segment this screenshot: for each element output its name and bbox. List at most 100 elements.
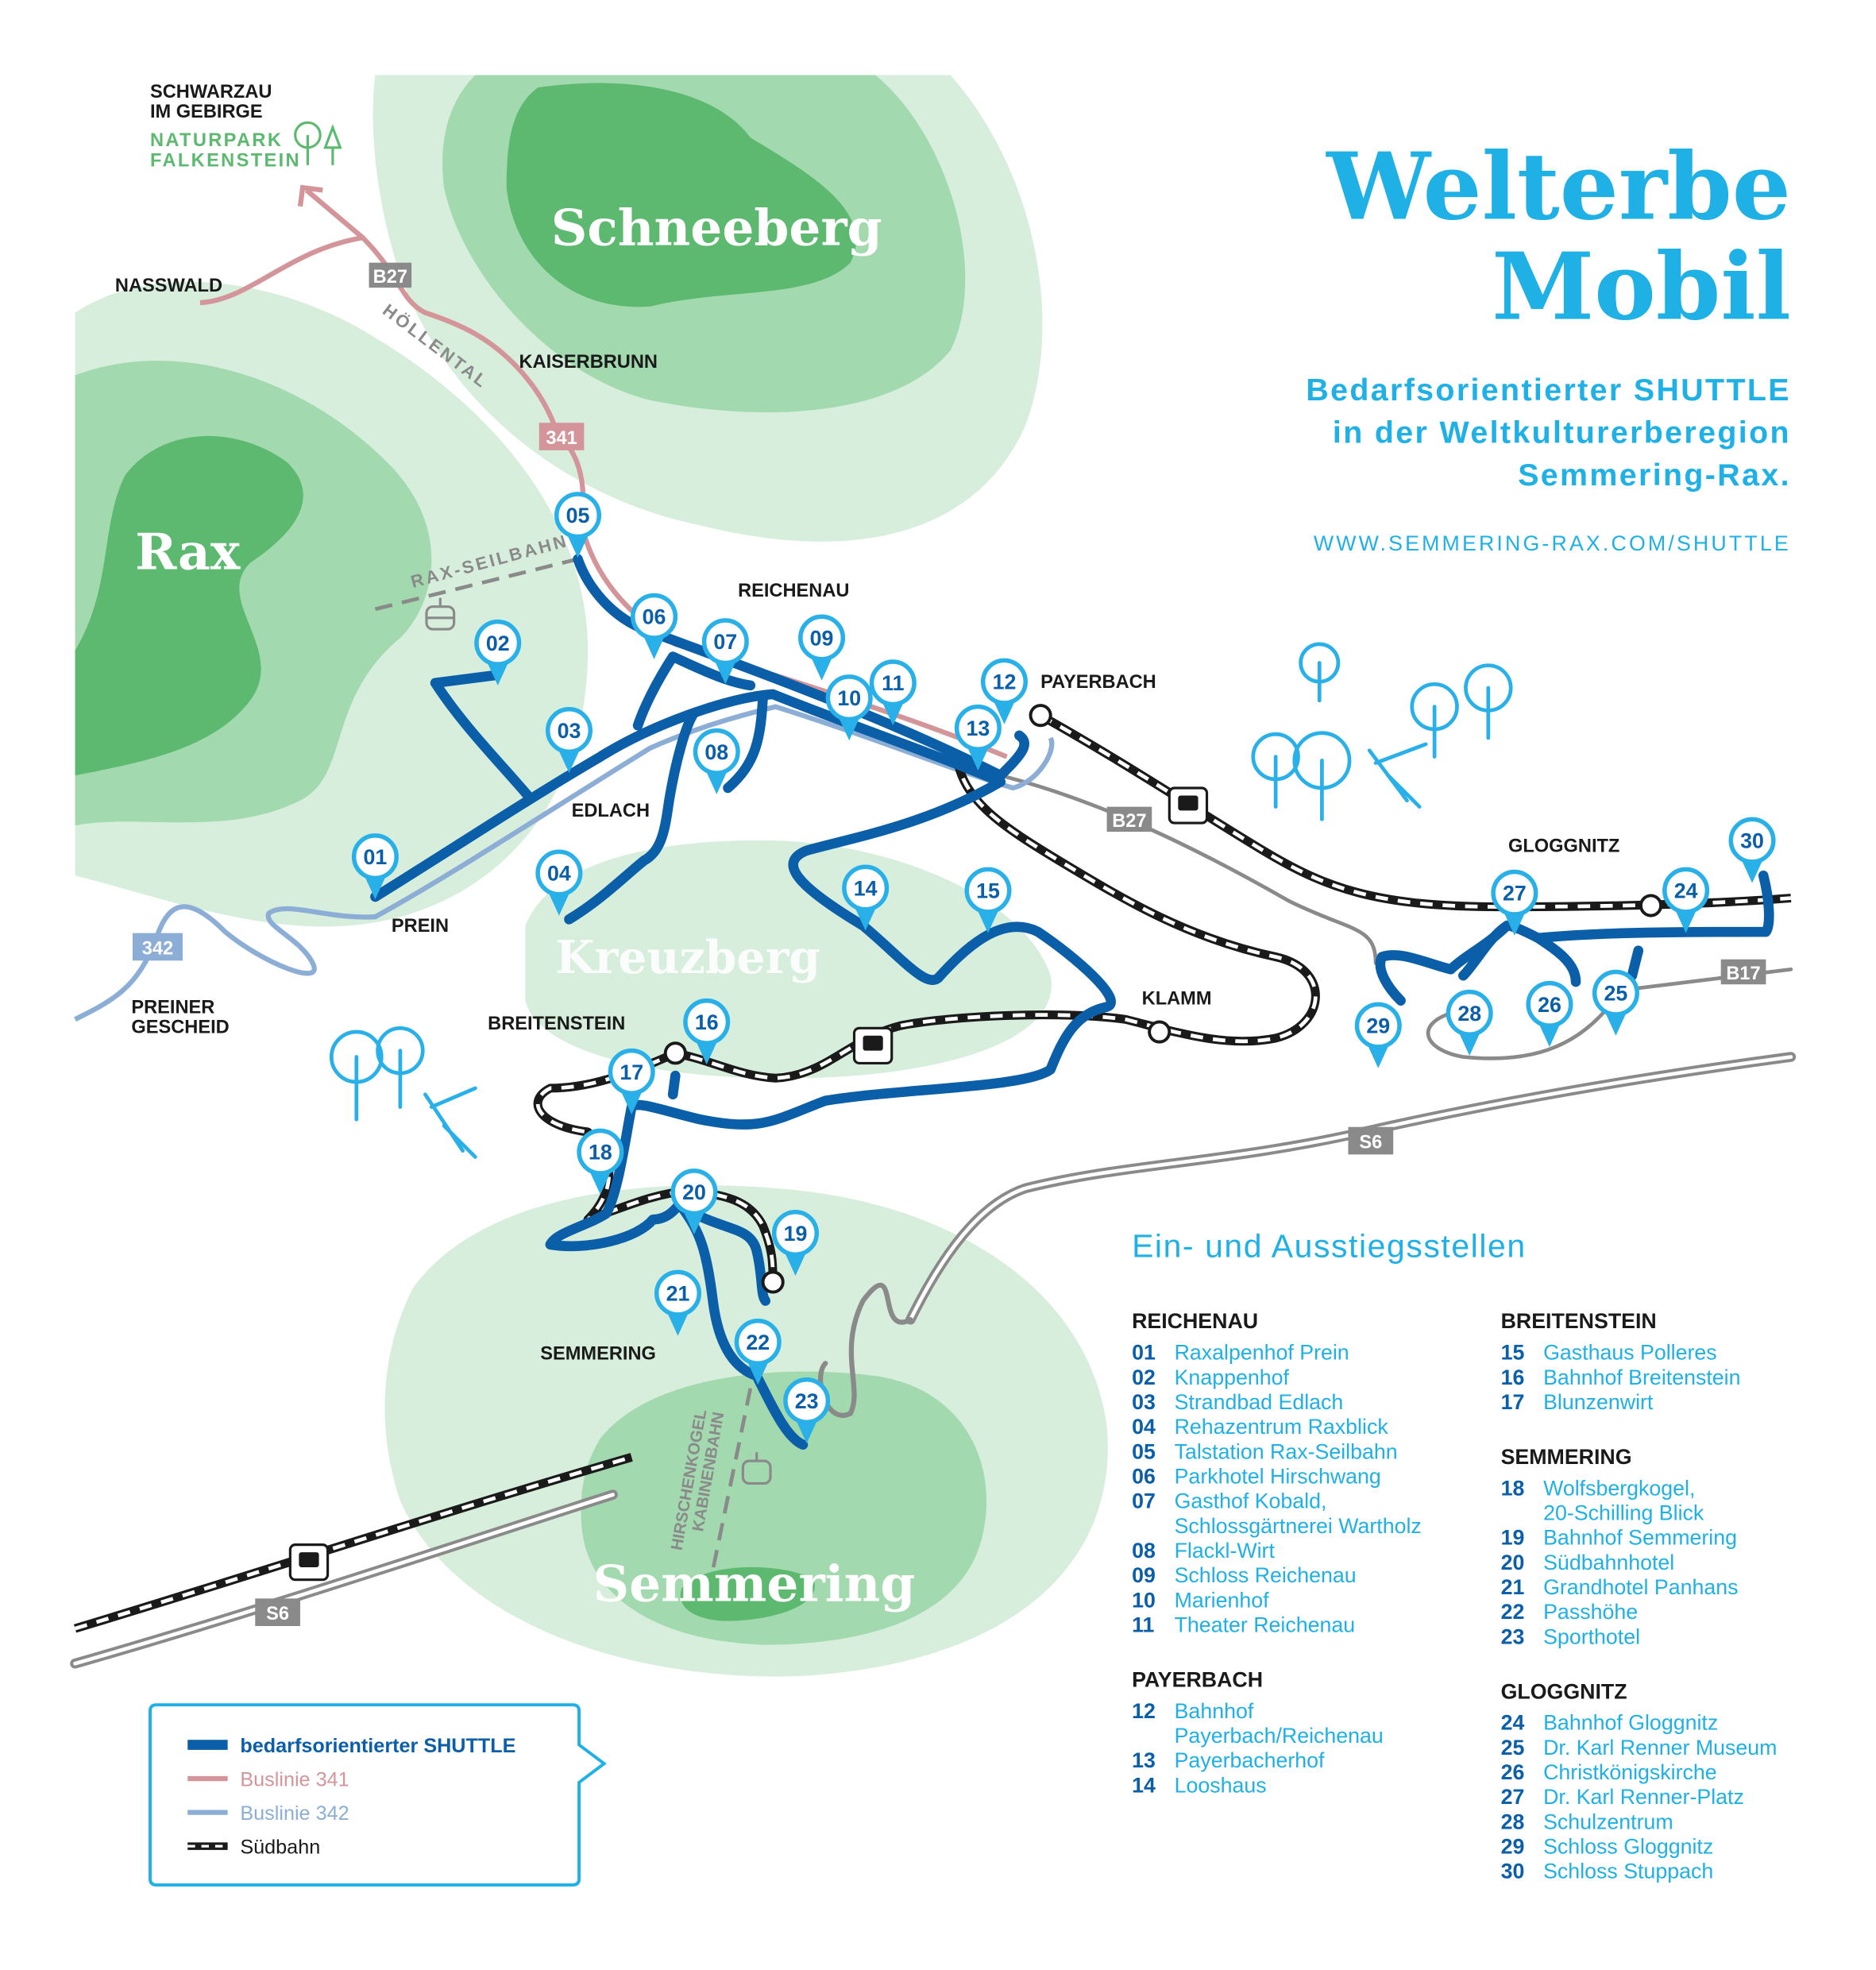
website-link[interactable]: WWW.SEMMERING-RAX.COM/SHUTTLE: [1314, 531, 1791, 555]
stop-pin-29[interactable]: 29: [1354, 1002, 1402, 1068]
semmering-area-mid: [581, 1371, 987, 1645]
rax-area-dark: [75, 435, 303, 776]
pin-marker-icon: [1491, 869, 1538, 917]
pin-marker-icon: [1728, 817, 1776, 864]
stop-name: Bahnhof: [1175, 1699, 1254, 1723]
shuttle-route-hirschwang: [573, 554, 1029, 781]
stop-pin-08[interactable]: 08: [693, 728, 740, 794]
pin-marker-icon: [670, 1168, 718, 1216]
stops-region-heading: SEMMERING: [1501, 1445, 1632, 1469]
pin-number: 15: [976, 879, 1000, 903]
stop-pin-14[interactable]: 14: [842, 864, 890, 931]
stop-number: 04: [1132, 1415, 1156, 1439]
pin-number: 13: [967, 717, 990, 740]
stop-pin-06[interactable]: 06: [631, 593, 678, 659]
pin-number: 04: [547, 862, 571, 886]
stop-pin-03[interactable]: 03: [545, 707, 593, 774]
stop-number: 06: [1132, 1464, 1156, 1488]
pin-number: 28: [1457, 1002, 1481, 1026]
stop-pin-22[interactable]: 22: [734, 1319, 782, 1385]
deck-chair-icon: [1367, 742, 1428, 809]
tree-icon: [376, 1026, 425, 1109]
pin-number: 10: [837, 686, 861, 710]
pin-marker-icon: [825, 674, 873, 722]
cable-car-icon: [425, 597, 456, 631]
pin-marker-icon: [693, 728, 740, 775]
place-naturpark: NATURPARK: [150, 130, 283, 151]
legend-bus341: Buslinie 341: [240, 1769, 349, 1791]
mountain-label-kreuzberg: Kreuzberg: [555, 932, 820, 984]
stop-pin-17[interactable]: 17: [608, 1048, 655, 1114]
legend-box: [149, 1703, 607, 1887]
stop-pin-24[interactable]: 24: [1662, 867, 1710, 933]
stop-pin-15[interactable]: 15: [964, 867, 1012, 933]
pin-marker-icon: [954, 704, 1002, 751]
stop-name: Talstation Rax-Seilbahn: [1175, 1439, 1398, 1463]
stop-pin-26[interactable]: 26: [1526, 980, 1573, 1047]
shuttle-route-08: [723, 693, 768, 794]
stop-name: Schulzentrum: [1543, 1810, 1673, 1833]
pin-number: 20: [682, 1180, 706, 1204]
stop-pin-09[interactable]: 09: [798, 614, 846, 681]
train-icons: [288, 786, 1209, 1582]
stop-pin-18[interactable]: 18: [577, 1128, 624, 1195]
stop-pin-30[interactable]: 30: [1728, 817, 1776, 883]
stop-pin-05[interactable]: 05: [554, 492, 602, 558]
road-s6-right-inner: [908, 1055, 1793, 1322]
place-reichenau: REICHENAU: [738, 581, 849, 601]
stop-number: 26: [1501, 1760, 1525, 1784]
pin-number: 21: [666, 1282, 690, 1306]
stop-number: 14: [1132, 1773, 1156, 1797]
stop-pin-27[interactable]: 27: [1491, 869, 1538, 936]
stop-number: 03: [1132, 1390, 1156, 1414]
stop-pin-01[interactable]: 01: [351, 833, 399, 900]
pin-marker-icon: [654, 1269, 702, 1317]
svg-text:B27: B27: [373, 267, 407, 288]
badge-b17: B17: [1720, 959, 1766, 985]
stop-pin-12[interactable]: 12: [980, 658, 1028, 724]
title-welterbe: Welterbe: [1325, 133, 1791, 241]
mountain-label-schneeberg: Schneeberg: [551, 199, 882, 257]
legend: bedarfsorientierter SHUTTLE Buslinie 341…: [149, 1703, 607, 1887]
shuttle-route-knappenhof: [430, 670, 533, 801]
stop-pin-10[interactable]: 10: [825, 674, 873, 741]
stop-name: Theater Reichenau: [1175, 1613, 1356, 1637]
stop-name: Blunzenwirt: [1543, 1390, 1654, 1414]
stop-name: Strandbad Edlach: [1175, 1390, 1344, 1414]
shuttle-route-04: [564, 708, 700, 925]
stop-name: Passhöhe: [1543, 1600, 1638, 1624]
stop-pin-20[interactable]: 20: [670, 1168, 718, 1235]
pin-marker-icon: [577, 1128, 624, 1176]
stop-pin-04[interactable]: 04: [535, 849, 583, 916]
stop-pin-07[interactable]: 07: [701, 618, 749, 685]
svg-text:S6: S6: [1359, 1132, 1382, 1153]
stop-pin-19[interactable]: 19: [771, 1210, 820, 1277]
stop-pin-02[interactable]: 02: [474, 619, 522, 686]
badge-341: 341: [538, 423, 585, 450]
stop-pin-23[interactable]: 23: [783, 1377, 831, 1444]
kabinenbahn-line: [711, 1388, 753, 1570]
pin-number: 08: [704, 740, 728, 764]
stop-pin-16[interactable]: 16: [683, 998, 731, 1064]
train-icon: [852, 1026, 894, 1064]
stop-name: Knappenhof: [1175, 1365, 1290, 1389]
station-breitenstein: [663, 1041, 687, 1065]
tree-icon: [329, 1029, 384, 1122]
stop-pin-21[interactable]: 21: [654, 1269, 702, 1336]
stop-number: 25: [1501, 1736, 1525, 1759]
pin-marker-icon: [351, 833, 399, 881]
stop-name: Schloss Reichenau: [1175, 1563, 1357, 1587]
pin-number: 27: [1503, 882, 1527, 906]
stop-pin-28[interactable]: 28: [1446, 989, 1493, 1056]
stop-name: Schlossgärtnerei Wartholz: [1175, 1514, 1422, 1538]
stop-pin-11[interactable]: 11: [869, 659, 917, 726]
stop-pin-25[interactable]: 25: [1592, 969, 1639, 1036]
stop-pin-13[interactable]: 13: [954, 704, 1002, 771]
pin-number: 25: [1604, 982, 1628, 1006]
stop-name: Gasthaus Polleres: [1543, 1341, 1717, 1365]
place-edlach: EDLACH: [572, 801, 650, 821]
stop-name: Raxalpenhof Prein: [1175, 1341, 1349, 1365]
stop-number: 19: [1501, 1526, 1525, 1550]
